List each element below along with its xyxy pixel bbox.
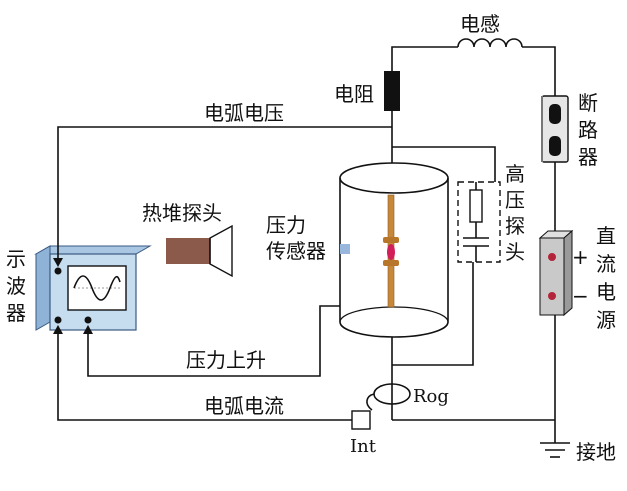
inductor-label: 电感 — [460, 12, 500, 36]
oscilloscope-label-1: 示 — [6, 247, 26, 271]
inductor — [457, 38, 523, 48]
dc-terminal-positive — [548, 253, 556, 261]
resistor — [384, 71, 400, 111]
hv-probe-label-2: 压 — [505, 188, 525, 212]
thermopile-probe — [166, 224, 233, 278]
resistor-label: 电阻 — [334, 82, 374, 106]
hv-probe — [457, 181, 501, 263]
arc-current-wire — [57, 330, 352, 421]
main-circuit-wires — [391, 46, 556, 443]
breaker-contact-top — [549, 104, 561, 124]
pressure-sensor-patch — [340, 244, 350, 254]
dc-source-label-4: 源 — [596, 308, 616, 332]
dc-source — [538, 229, 574, 317]
dc-plus-label: + — [572, 245, 589, 269]
test-chamber — [339, 162, 449, 338]
int-label: Int — [350, 436, 377, 457]
integrator — [351, 410, 371, 430]
rog-label: Rog — [413, 386, 449, 407]
arc-voltage-label: 电弧电压 — [204, 101, 284, 125]
pressure-sensor-label-1: 压力 — [266, 213, 306, 237]
dc-source-body — [539, 237, 565, 316]
pressure-sensor-label-2: 传感器 — [266, 239, 326, 263]
dc-terminal-negative — [548, 292, 556, 300]
arc-voltage-wire — [57, 126, 392, 262]
electrode-clamp-top — [383, 237, 399, 243]
dc-source-label-2: 流 — [596, 252, 616, 276]
breaker-label-1: 断 — [578, 91, 598, 115]
pressure-rise-wire — [87, 305, 340, 377]
oscilloscope-label-3: 器 — [6, 301, 26, 325]
hv-probe-top-wire — [392, 146, 496, 182]
oscilloscope-screen — [67, 265, 127, 311]
ground-label: 接地 — [576, 440, 616, 464]
pressure-rise-label: 压力上升 — [186, 348, 266, 372]
thermopile-body — [166, 238, 210, 264]
breaker-contact-bottom — [549, 136, 561, 156]
oscilloscope — [34, 245, 152, 331]
hv-probe-bottom-wire — [392, 262, 474, 366]
oscilloscope-label-2: 波 — [6, 274, 26, 298]
arc-current-label: 电弧电流 — [204, 394, 284, 418]
dc-source-label-3: 电 — [596, 280, 616, 304]
ground-symbol — [540, 442, 570, 458]
waveform — [73, 275, 121, 301]
dc-minus-label: − — [572, 284, 589, 308]
breaker-label-3: 器 — [578, 145, 598, 169]
hv-probe-label-1: 高 — [505, 162, 525, 186]
arc — [387, 244, 395, 260]
hv-probe-label-3: 探 — [505, 214, 525, 238]
hv-probe-label-4: 头 — [505, 240, 525, 264]
rogowski-coil — [366, 383, 411, 411]
thermopile-label: 热堆探头 — [142, 201, 222, 225]
electrode-clamp-bottom — [383, 260, 399, 266]
dc-source-label-1: 直 — [596, 224, 616, 248]
breaker — [541, 95, 569, 163]
breaker-label-2: 路 — [578, 118, 598, 142]
